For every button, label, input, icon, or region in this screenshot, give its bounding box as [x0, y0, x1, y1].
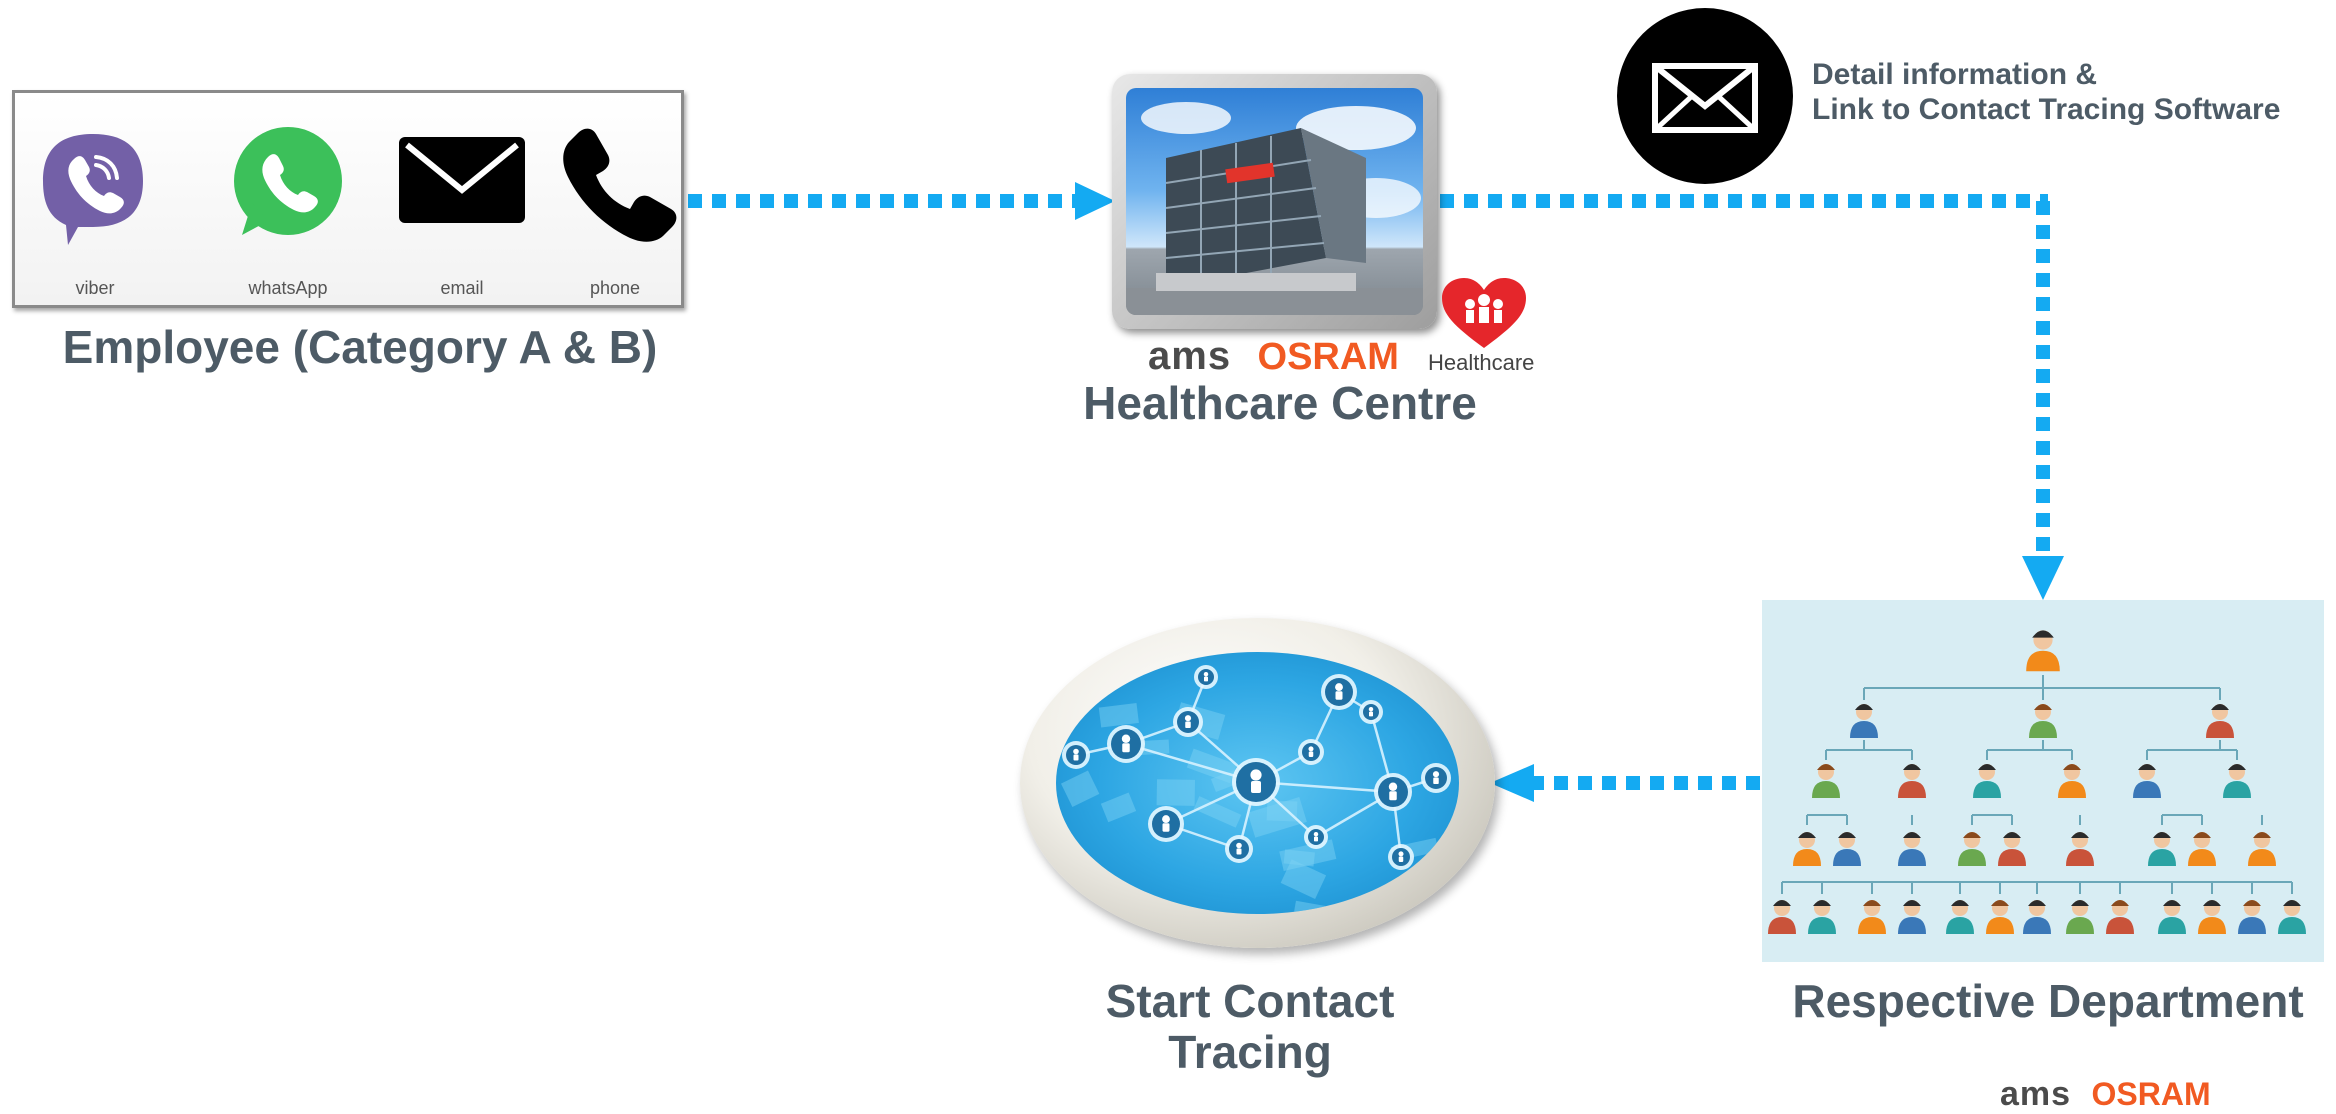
contact-channels-panel: viber whatsApp email phone — [12, 90, 684, 308]
network-illustration — [1060, 652, 1459, 914]
healthcare-centre-label: Healthcare Centre — [1083, 377, 1477, 429]
channel-viber[interactable]: viber — [20, 93, 170, 303]
channel-label: email — [440, 278, 484, 298]
respective-department-label: Respective Department — [1792, 975, 2304, 1027]
message-line-2: Link to Contact Tracing Software — [1812, 92, 2281, 126]
whatsapp-icon — [234, 127, 342, 235]
channel-label: phone — [589, 278, 641, 298]
arrow-employee-to-healthcare — [688, 182, 1115, 220]
channel-email[interactable]: email — [387, 93, 537, 303]
ams-osram-logo-healthcare: ams OSRAM — [1148, 334, 1399, 378]
heart-people-icon — [1442, 278, 1526, 348]
envelope-icon — [1652, 63, 1758, 133]
healthcare-building-photo — [1112, 74, 1437, 329]
arrow-healthcare-to-department — [1440, 194, 2064, 600]
channel-label: viber — [75, 278, 115, 298]
channel-label: whatsApp — [248, 278, 328, 298]
email-icon — [399, 137, 525, 223]
channel-whatsapp[interactable]: whatsApp — [213, 93, 363, 303]
viber-icon — [43, 134, 143, 245]
contact-tracing-network-image — [1020, 618, 1495, 948]
message-detail-text: Detail information & Link to Contact Tra… — [1812, 58, 2280, 127]
healthcare-badge-label: Healthcare — [1428, 350, 1535, 375]
ams-osram-footer-logo: ams OSRAM — [2000, 1075, 2211, 1113]
channel-phone[interactable]: phone — [540, 93, 690, 303]
start-contact-tracing-label: Start Contact Tracing — [1105, 975, 1395, 1078]
message-line-1: Detail information & — [1812, 58, 2098, 91]
arrow-department-to-tracing — [1490, 764, 1760, 802]
building-illustration — [1126, 102, 1423, 315]
department-org-chart — [1762, 600, 2324, 962]
employee-label: Employee (Category A & B) — [62, 321, 658, 373]
org-chart-illustration — [1768, 630, 2306, 934]
phone-icon — [563, 128, 677, 242]
healthcare-badge: Healthcare — [1424, 276, 1544, 376]
message-circle — [1617, 8, 1793, 184]
